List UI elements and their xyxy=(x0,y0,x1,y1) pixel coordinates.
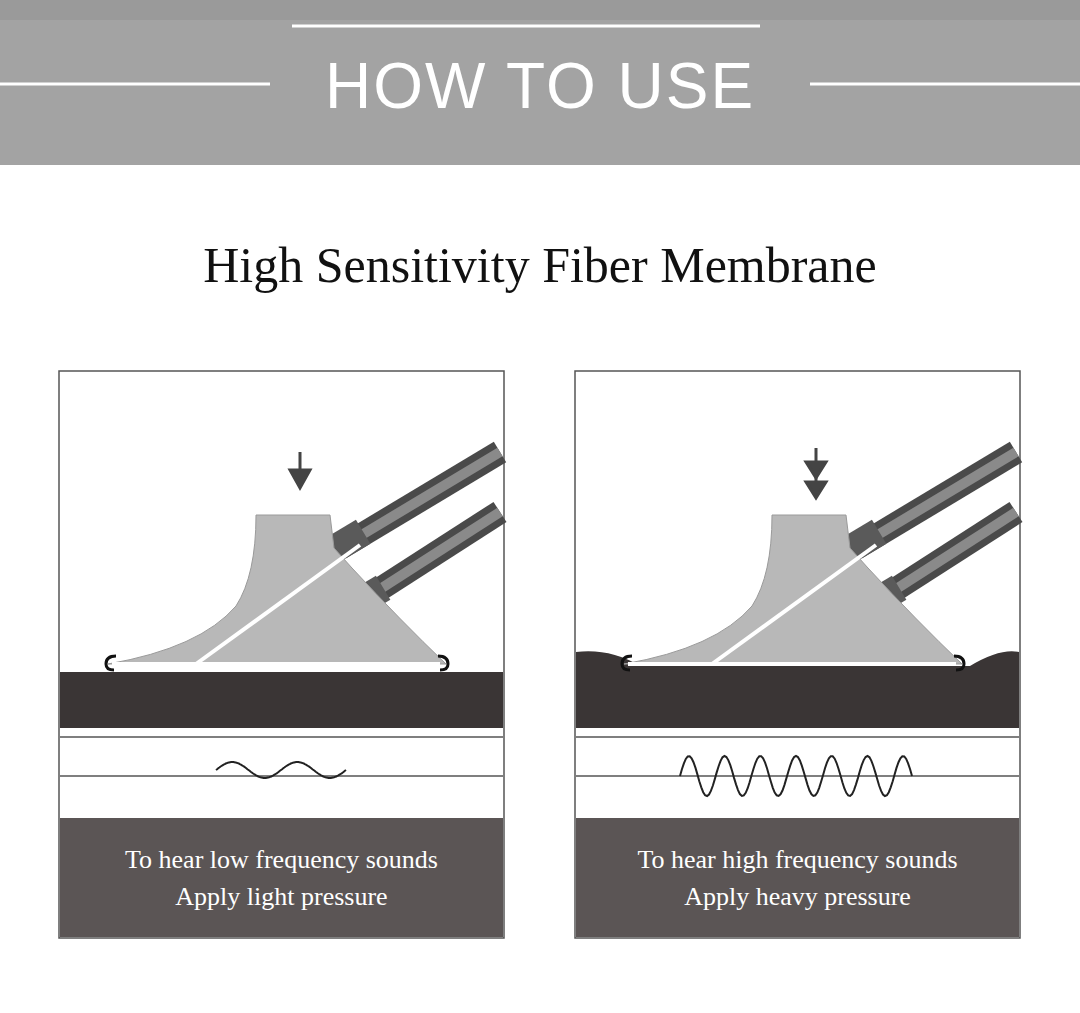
panel xyxy=(575,371,1020,938)
caption-text: To hear high frequency sounds xyxy=(637,841,957,878)
caption-text: Apply light pressure xyxy=(175,878,387,915)
caption-text: Apply heavy pressure xyxy=(684,878,911,915)
caption-band: To hear high frequency soundsApply heavy… xyxy=(576,818,1019,937)
panel xyxy=(59,371,504,938)
caption-text: To hear low frequency sounds xyxy=(125,841,438,878)
banner xyxy=(0,0,1080,165)
subtitle: High Sensitivity Fiber Membrane xyxy=(203,240,877,290)
caption-band: To hear low frequency soundsApply light … xyxy=(60,818,503,937)
banner-title: HOW TO USE xyxy=(307,54,773,118)
